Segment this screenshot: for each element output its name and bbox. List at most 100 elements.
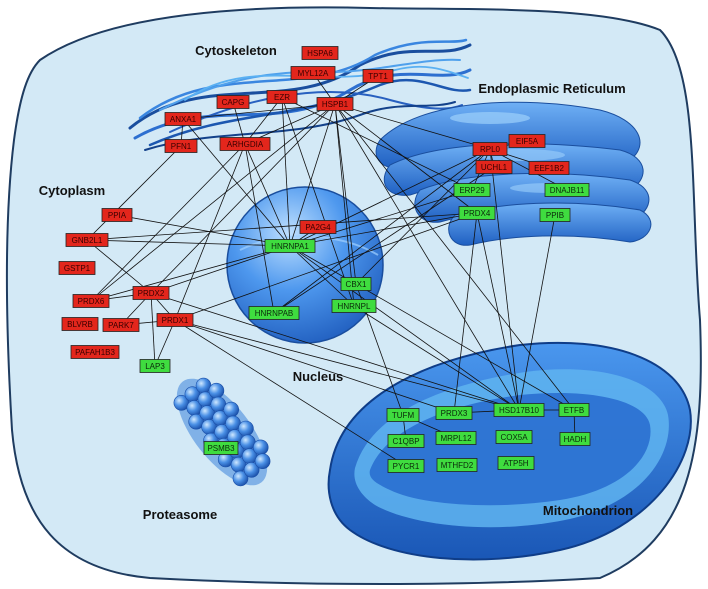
protein-label: PSMB3 bbox=[207, 444, 235, 453]
protein-label: ERP29 bbox=[459, 186, 485, 195]
protein-label: GNB2L1 bbox=[72, 236, 103, 245]
protein-label: ANXA1 bbox=[170, 115, 197, 124]
interaction-edge bbox=[334, 103, 575, 411]
protein-box bbox=[70, 345, 120, 359]
protein-label: PYCR1 bbox=[393, 462, 420, 471]
interaction-edge bbox=[182, 118, 291, 247]
protein-label: RPL0 bbox=[480, 145, 501, 154]
protein-box bbox=[495, 430, 533, 444]
protein-node-pycr1: PYCR1 bbox=[387, 459, 425, 473]
protein-node-uchl1: UCHL1 bbox=[475, 160, 513, 174]
protein-node-park7: PARK7 bbox=[102, 318, 140, 332]
proteasome-subunit bbox=[252, 439, 269, 456]
protein-box bbox=[436, 458, 478, 472]
protein-box bbox=[340, 277, 372, 291]
interaction-edge bbox=[150, 103, 336, 294]
protein-label: CBX1 bbox=[346, 280, 367, 289]
protein-node-hnrnpa1: HNRNPA1 bbox=[264, 239, 316, 253]
interaction-edge bbox=[334, 103, 478, 214]
protein-label: HSD17B10 bbox=[499, 406, 540, 415]
protein-node-tufm: TUFM bbox=[386, 408, 420, 422]
protein-label: MRPL12 bbox=[440, 434, 472, 443]
interaction-edge bbox=[289, 245, 355, 307]
interaction-edge bbox=[334, 103, 357, 285]
interaction-edge bbox=[182, 103, 336, 120]
protein-node-cbx1: CBX1 bbox=[340, 277, 372, 291]
proteasome-subunit bbox=[223, 401, 239, 418]
protein-node-psmb3: PSMB3 bbox=[203, 441, 239, 455]
protein-box bbox=[386, 408, 420, 422]
protein-label: EIF5A bbox=[516, 137, 539, 146]
interaction-edge bbox=[518, 214, 556, 411]
protein-box bbox=[299, 220, 337, 234]
protein-label: ARHGDIA bbox=[227, 140, 264, 149]
protein-box bbox=[316, 97, 354, 111]
protein-label: HNRNPAB bbox=[255, 309, 294, 318]
interaction-edge bbox=[244, 143, 291, 247]
proteasome-subunit bbox=[243, 461, 260, 478]
interaction-edge bbox=[86, 239, 291, 247]
interaction-edge bbox=[150, 245, 291, 294]
protein-label: PRDX1 bbox=[162, 316, 189, 325]
protein-node-pfn1: PFN1 bbox=[164, 139, 198, 153]
interaction-edge bbox=[289, 103, 336, 247]
interaction-edge bbox=[86, 239, 152, 294]
label-proteasome: Proteasome bbox=[143, 507, 217, 522]
proteasome-subunit bbox=[254, 453, 271, 470]
interaction-edge bbox=[281, 96, 355, 307]
protein-label: HADH bbox=[564, 435, 587, 444]
protein-box bbox=[216, 95, 250, 109]
protein-label: GSTP1 bbox=[64, 264, 91, 273]
protein-node-eif5a: EIF5A bbox=[508, 134, 546, 148]
protein-label: ETFB bbox=[564, 406, 584, 415]
protein-node-lap3: LAP3 bbox=[139, 359, 171, 373]
protein-node-ppia: PPIA bbox=[101, 208, 133, 222]
protein-label: HSPA6 bbox=[307, 49, 333, 58]
interaction-edge bbox=[154, 319, 176, 367]
protein-node-prdx1: PRDX1 bbox=[156, 313, 194, 327]
protein-box bbox=[559, 432, 591, 446]
protein-label: PRDX2 bbox=[138, 289, 165, 298]
protein-label: MYL12A bbox=[298, 69, 329, 78]
label-cytoplasm: Cytoplasm bbox=[39, 183, 105, 198]
protein-box bbox=[301, 46, 339, 60]
interaction-edge bbox=[150, 292, 520, 411]
protein-node-mrpl12: MRPL12 bbox=[435, 431, 477, 445]
protein-node-prdx3: PRDX3 bbox=[435, 406, 473, 420]
protein-node-ppib: PPIB bbox=[539, 208, 571, 222]
protein-box bbox=[558, 403, 590, 417]
protein-box bbox=[102, 318, 140, 332]
protein-label: HSPB1 bbox=[322, 100, 349, 109]
protein-label: PPIA bbox=[108, 211, 127, 220]
protein-node-arhgdia: ARHGDIA bbox=[219, 137, 271, 151]
interaction-edge bbox=[355, 283, 575, 411]
proteasome-subunit bbox=[208, 382, 225, 399]
protein-node-c1qbp: C1QBP bbox=[387, 434, 425, 448]
protein-node-mthfd2: MTHFD2 bbox=[436, 458, 478, 472]
interaction-edge bbox=[90, 143, 246, 302]
protein-box bbox=[219, 137, 271, 151]
interaction-edge bbox=[174, 319, 455, 414]
protein-node-erp29: ERP29 bbox=[453, 183, 491, 197]
interaction-edge bbox=[289, 245, 520, 411]
interaction-edge bbox=[289, 189, 473, 247]
mitochondrion bbox=[327, 341, 692, 561]
protein-node-hspa6: HSPA6 bbox=[301, 46, 339, 60]
protein-box bbox=[387, 434, 425, 448]
interaction-edge bbox=[334, 103, 491, 150]
protein-box bbox=[72, 294, 110, 308]
protein-box bbox=[472, 142, 508, 156]
interaction-edge bbox=[334, 103, 520, 411]
protein-box bbox=[58, 261, 96, 275]
interaction-edge bbox=[116, 214, 291, 247]
protein-node-pafah1b3: PAFAH1B3 bbox=[70, 345, 120, 359]
protein-node-atp5h: ATP5H bbox=[497, 456, 535, 470]
protein-box bbox=[331, 299, 377, 313]
protein-label: HNRNPA1 bbox=[271, 242, 309, 251]
protein-label: PARK7 bbox=[108, 321, 134, 330]
interaction-edge bbox=[353, 305, 520, 411]
protein-node-hadh: HADH bbox=[559, 432, 591, 446]
protein-box bbox=[203, 441, 239, 455]
protein-box bbox=[435, 431, 477, 445]
